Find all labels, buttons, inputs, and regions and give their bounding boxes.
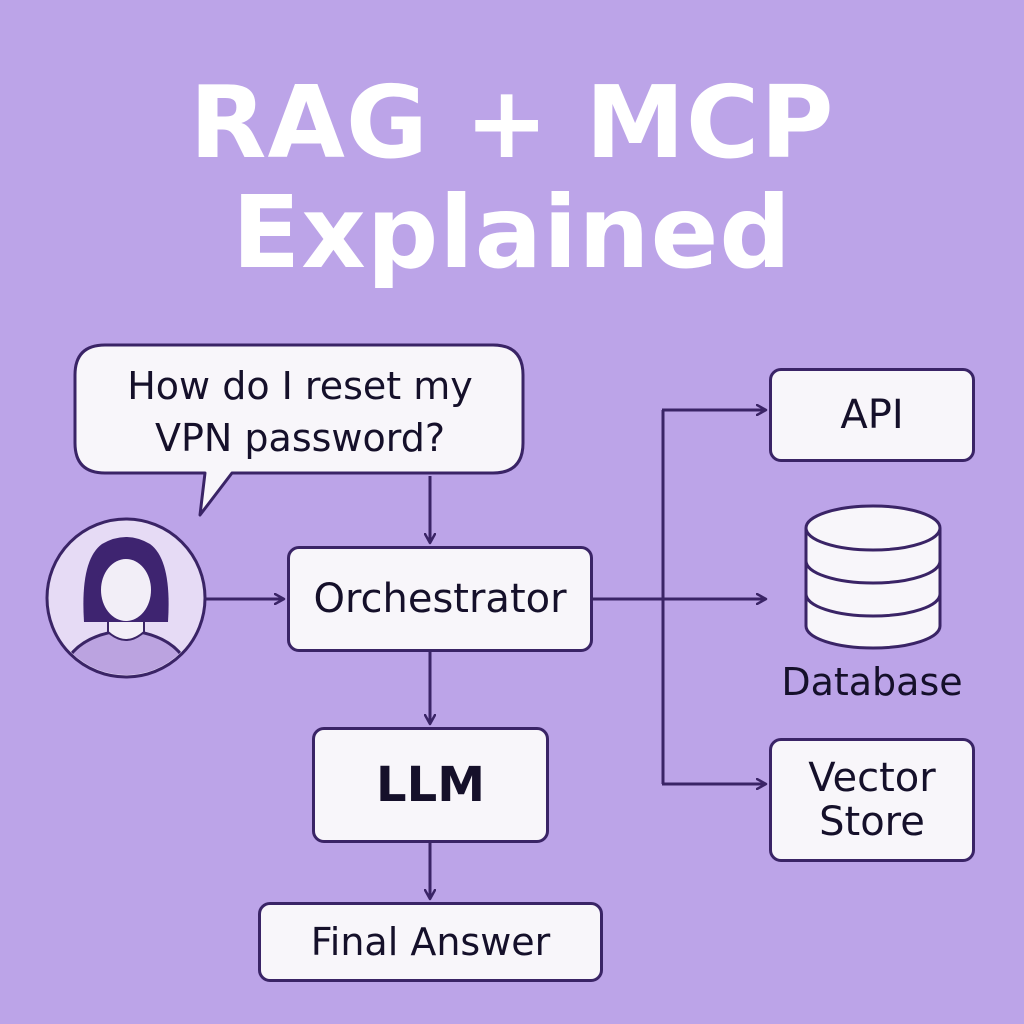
api-label: API bbox=[840, 392, 904, 438]
orchestrator-node: Orchestrator bbox=[287, 546, 593, 652]
question-line-2: VPN password? bbox=[155, 416, 445, 460]
orchestrator-label: Orchestrator bbox=[313, 576, 567, 622]
question-line-1: How do I reset my bbox=[127, 364, 473, 408]
final-answer-label: Final Answer bbox=[310, 920, 551, 964]
vector-store-label-line-2: Store bbox=[819, 799, 925, 845]
vector-store-label-line-1: Vector bbox=[808, 755, 936, 801]
final-answer-node: Final Answer bbox=[258, 902, 603, 982]
question-text: How do I reset my VPN password? bbox=[80, 360, 520, 464]
user-avatar-icon bbox=[45, 517, 207, 679]
database-icon bbox=[804, 504, 942, 650]
speech-bubble bbox=[73, 343, 525, 517]
llm-label: LLM bbox=[376, 757, 485, 813]
title-line-2: Explained bbox=[231, 174, 793, 291]
database-label: Database bbox=[781, 660, 963, 704]
vector-store-node: Vector Store bbox=[769, 738, 975, 862]
title-line-1: RAG + MCP bbox=[189, 64, 835, 181]
llm-node: LLM bbox=[312, 727, 549, 843]
api-node: API bbox=[769, 368, 975, 462]
